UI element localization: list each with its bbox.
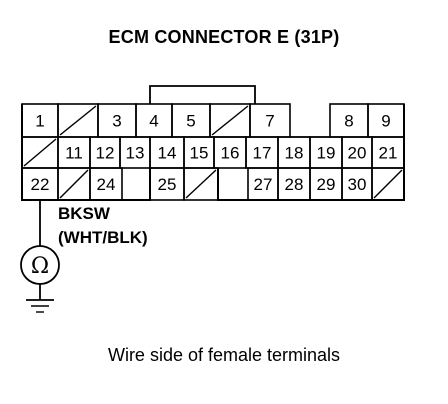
terminal-number: 30 <box>348 175 367 194</box>
terminal-number: 1 <box>35 112 44 131</box>
terminal-number: 3 <box>112 112 121 131</box>
terminal-number: 12 <box>96 144 115 163</box>
terminal-number: 9 <box>381 112 390 131</box>
wire-name: BKSW <box>58 204 111 223</box>
wire-color: (WHT/BLK) <box>58 228 148 247</box>
unused-terminal-slash <box>211 105 249 136</box>
terminal-number: 18 <box>285 144 304 163</box>
terminal-number: 21 <box>379 144 398 163</box>
terminal-number: 13 <box>126 144 145 163</box>
terminal-number: 4 <box>149 112 158 131</box>
terminal-number: 15 <box>190 144 209 163</box>
unused-terminal-slash <box>59 169 89 199</box>
terminal-number: 19 <box>317 144 336 163</box>
terminal-number: 8 <box>344 112 353 131</box>
terminal-number: 16 <box>221 144 240 163</box>
terminal-number: 5 <box>186 112 195 131</box>
terminal-number: 25 <box>158 175 177 194</box>
connector-housing-outline <box>21 104 405 201</box>
ohm-symbol: Ω <box>31 254 49 279</box>
unused-terminal-slash <box>373 169 403 199</box>
diagram-title: ECM CONNECTOR E (31P) <box>108 27 340 47</box>
terminal-number: 17 <box>253 144 272 163</box>
terminal-number: 20 <box>348 144 367 163</box>
terminal-number: 11 <box>65 144 83 163</box>
terminal-number: 7 <box>265 112 274 131</box>
terminal-number: 29 <box>317 175 336 194</box>
unused-terminal-slash <box>185 169 217 199</box>
unused-terminal-slash <box>59 105 97 136</box>
terminal-number: 14 <box>158 144 177 163</box>
diagram-caption: Wire side of female terminals <box>107 345 341 365</box>
terminal-number: 24 <box>97 175 116 194</box>
terminal-number: 22 <box>31 175 50 194</box>
terminal-number: 27 <box>254 175 273 194</box>
connector-lock-tab <box>149 85 256 104</box>
terminal-number: 28 <box>285 175 304 194</box>
unused-terminal-slash <box>23 138 57 167</box>
